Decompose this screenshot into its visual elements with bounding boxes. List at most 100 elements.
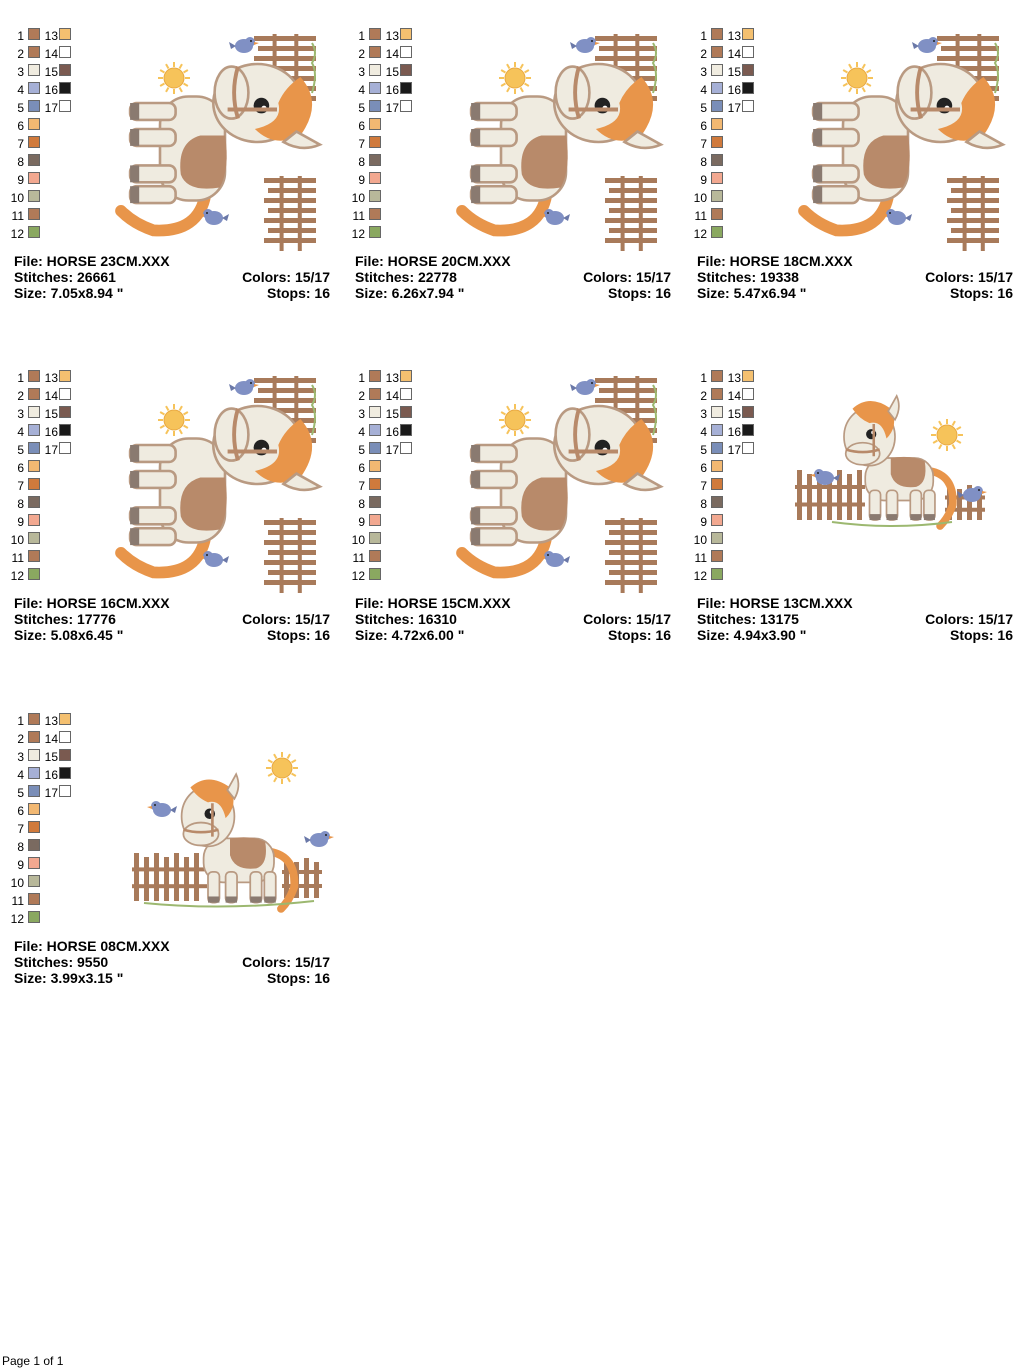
swatch-number: 4 [17, 83, 24, 97]
color-count: Colors: 15/17 [583, 611, 671, 627]
swatch-number: 5 [700, 443, 707, 457]
swatch-color [28, 370, 40, 382]
swatch-color [369, 568, 381, 580]
swatch-color [369, 442, 381, 454]
swatch-color [400, 388, 412, 400]
swatch-color [711, 172, 723, 184]
swatch-number: 3 [358, 407, 365, 421]
design-info: File: HORSE 08CM.XXX Stitches: 9550 Colo… [14, 938, 330, 986]
swatch-number: 2 [358, 389, 365, 403]
swatch-color [28, 406, 40, 418]
swatch-number: 13 [44, 371, 58, 385]
swatch-number: 2 [700, 389, 707, 403]
horse-design-image [115, 376, 323, 593]
swatch-color [711, 496, 723, 508]
swatch-number: 8 [700, 497, 707, 511]
swatch-color [369, 100, 381, 112]
swatch-color [711, 118, 723, 130]
design-info: File: HORSE 18CM.XXX Stitches: 19338 Col… [697, 253, 1013, 301]
swatch-color [369, 478, 381, 490]
swatch-color [369, 370, 381, 382]
fence-icon [605, 518, 657, 593]
swatch-color [369, 28, 381, 40]
bird-icon [957, 486, 987, 502]
fence-icon [264, 518, 316, 593]
color-count: Colors: 15/17 [242, 269, 330, 285]
horse-design-image [456, 34, 664, 251]
bird-icon [229, 379, 259, 395]
swatch-color [400, 82, 412, 94]
swatch-color [28, 767, 40, 779]
swatch-color [711, 478, 723, 490]
swatch-color [59, 785, 71, 797]
swatch-number: 7 [700, 479, 707, 493]
swatch-color [369, 46, 381, 58]
bird-icon [199, 551, 229, 567]
swatch-color [369, 406, 381, 418]
swatch-color [28, 118, 40, 130]
swatch-number: 1 [358, 29, 365, 43]
swatch-color [28, 424, 40, 436]
swatch-number: 3 [700, 65, 707, 79]
swatch-color [59, 46, 71, 58]
stitch-count: Stitches: 16310 [355, 611, 457, 627]
swatch-color [28, 568, 40, 580]
file-name: File: HORSE 18CM.XXX [697, 253, 853, 269]
horse-icon [798, 62, 1006, 237]
horse-icon [180, 772, 299, 913]
swatch-color [59, 28, 71, 40]
swatch-color [711, 370, 723, 382]
design-size: Size: 3.99x3.15 " [14, 970, 124, 986]
swatch-number: 4 [358, 83, 365, 97]
swatch-color [369, 226, 381, 238]
swatch-number: 5 [17, 786, 24, 800]
swatch-color [711, 568, 723, 580]
swatch-color [59, 406, 71, 418]
swatch-number: 11 [11, 894, 24, 908]
swatch-color [369, 118, 381, 130]
swatch-number: 17 [44, 101, 58, 115]
swatch-number: 9 [358, 173, 365, 187]
swatch-number: 16 [385, 83, 399, 97]
fence-icon [947, 176, 999, 251]
color-count: Colors: 15/17 [242, 611, 330, 627]
swatch-number: 11 [11, 209, 24, 223]
fence-icon [795, 470, 865, 520]
bird-icon [147, 801, 177, 817]
swatch-number: 6 [17, 461, 24, 475]
bird-icon [304, 831, 334, 847]
swatch-number: 9 [17, 515, 24, 529]
swatch-color [711, 46, 723, 58]
swatch-color [742, 424, 754, 436]
swatch-number: 7 [700, 137, 707, 151]
stop-count: Stops: 16 [607, 285, 671, 301]
swatch-color [742, 388, 754, 400]
swatch-number: 13 [727, 29, 741, 43]
sun-icon [499, 62, 531, 94]
design-size: Size: 5.08x6.45 " [14, 627, 124, 643]
swatch-number: 12 [351, 569, 365, 583]
swatch-color [28, 731, 40, 743]
swatch-color [711, 532, 723, 544]
swatch-number: 9 [17, 858, 24, 872]
swatch-number: 5 [358, 101, 365, 115]
stitch-count: Stitches: 19338 [697, 269, 799, 285]
swatch-number: 13 [385, 29, 399, 43]
swatch-number: 14 [44, 47, 58, 61]
swatch-number: 4 [17, 768, 24, 782]
swatch-color [28, 803, 40, 815]
swatch-color [369, 532, 381, 544]
swatch-number: 5 [17, 101, 24, 115]
swatch-number: 11 [352, 209, 365, 223]
swatch-number: 1 [17, 714, 24, 728]
swatch-color [369, 136, 381, 148]
swatch-number: 16 [385, 425, 399, 439]
swatch-color [711, 136, 723, 148]
swatch-number: 11 [11, 551, 24, 565]
swatch-color [369, 82, 381, 94]
